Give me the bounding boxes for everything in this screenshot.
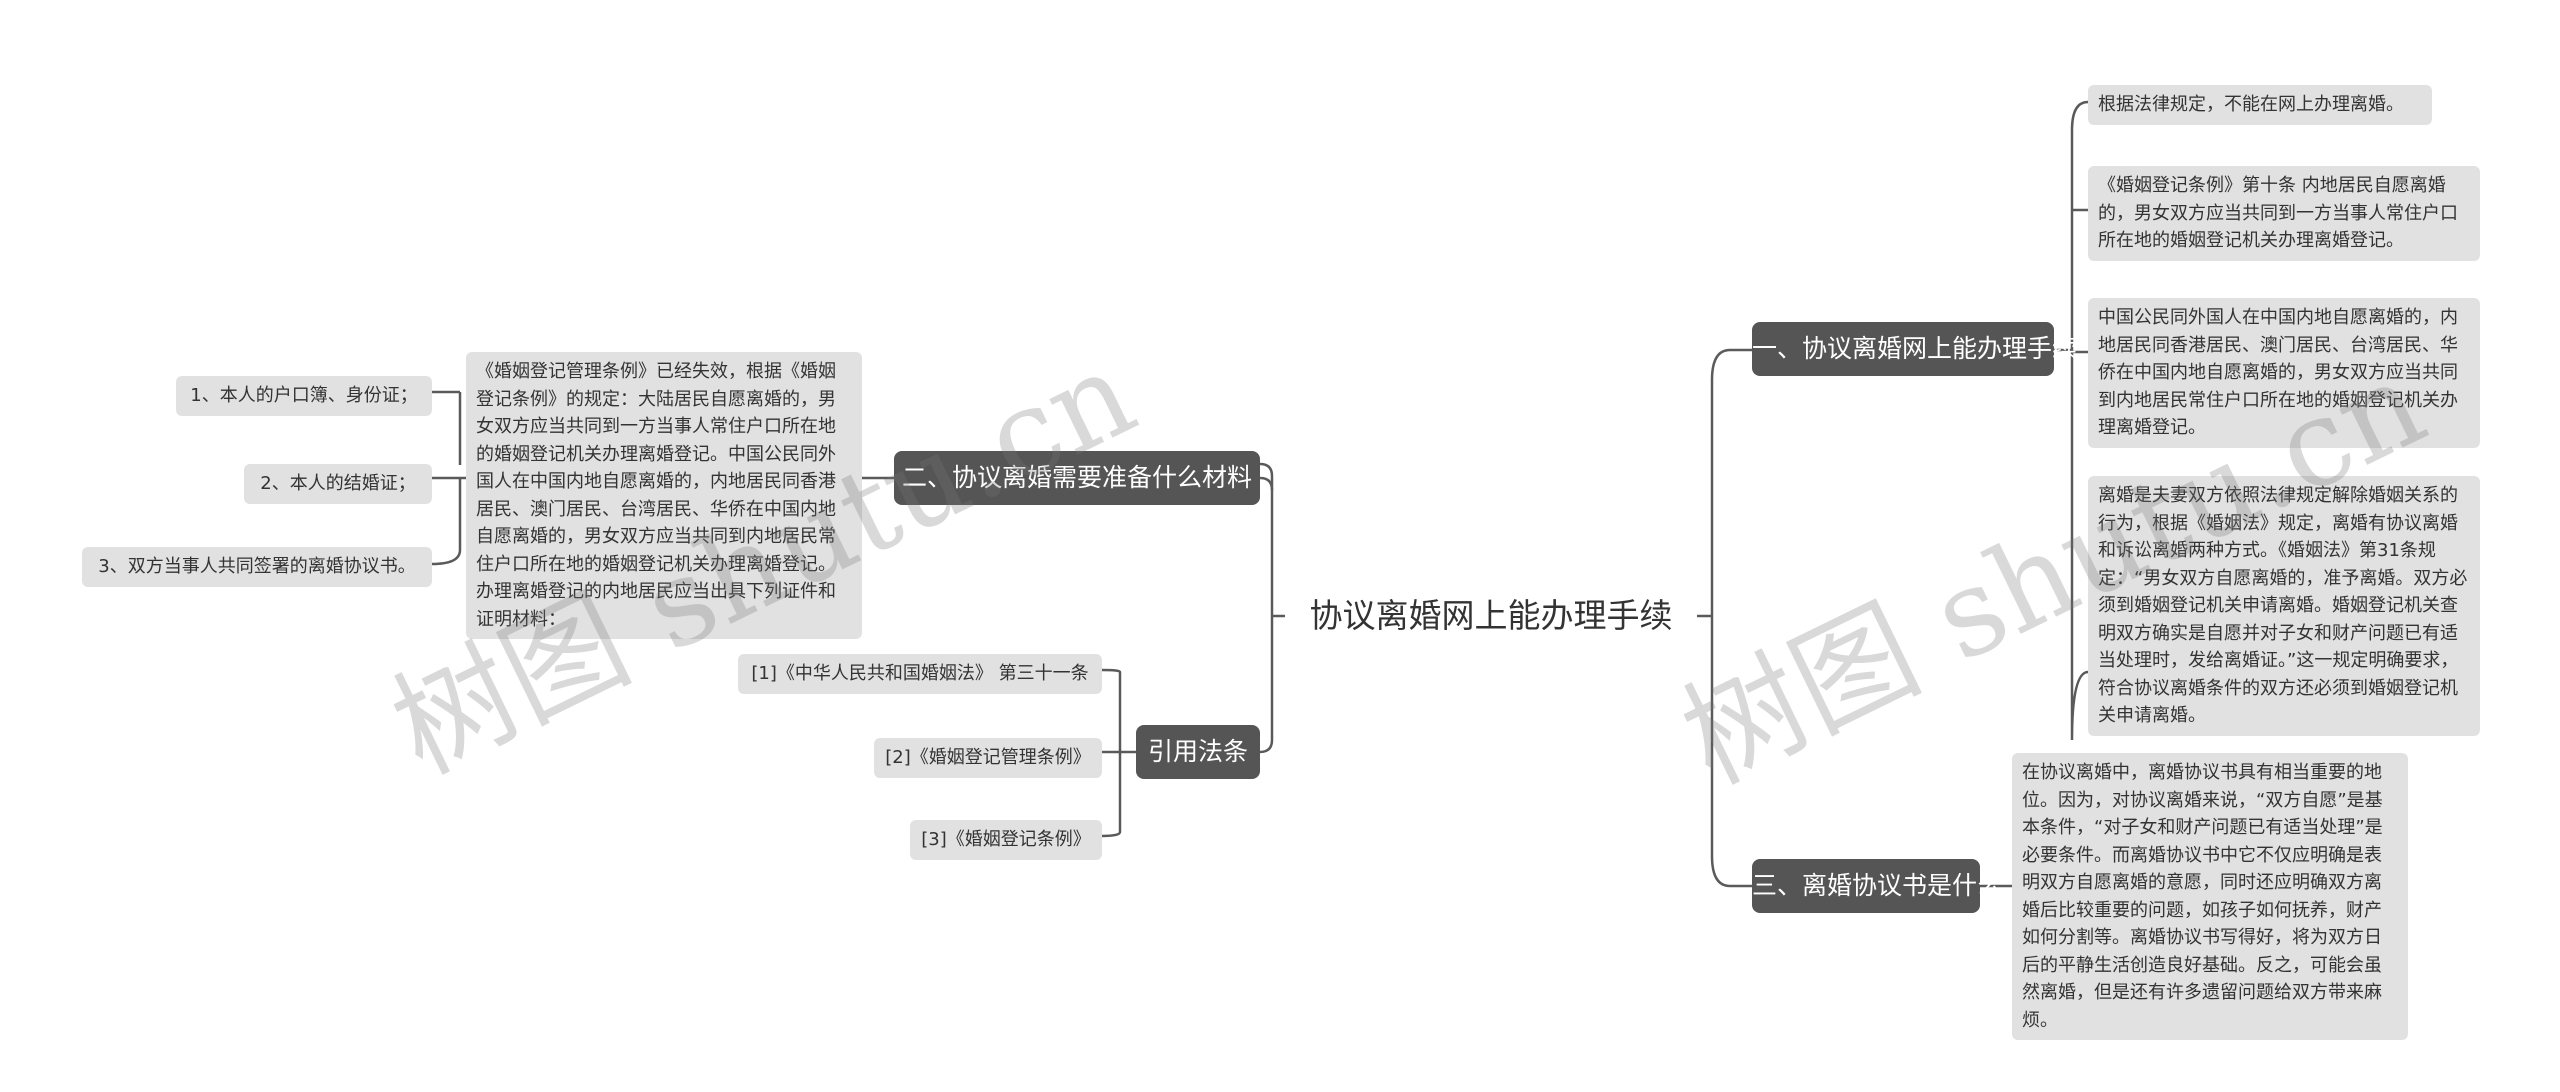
branch-laws[interactable]: 引用法条 xyxy=(1136,725,1260,779)
materials-item-2: 2、本人的结婚证； xyxy=(244,464,432,504)
connector-left-trunk xyxy=(1259,462,1274,754)
online-leaf-1: 根据法律规定，不能在网上办理离婚。 xyxy=(2088,85,2432,125)
connector-laws-items xyxy=(1101,668,1136,838)
connector-online-items xyxy=(2054,100,2089,741)
connector-right-trunk xyxy=(1710,348,1752,888)
central-topic: 协议离婚网上能办理手续 xyxy=(1309,596,1673,635)
online-leaf-4: 离婚是夫妻双方依照法律规定解除婚姻关系的行为，根据《婚姻法》规定，离婚有协议离婚… xyxy=(2088,476,2480,736)
branch-materials[interactable]: 二、协议离婚需要准备什么材料 xyxy=(894,451,1260,505)
materials-item-1: 1、本人的户口簿、身份证； xyxy=(176,376,432,416)
branch-agreement[interactable]: 三、离婚协议书是什么 xyxy=(1752,859,2002,913)
branch-online[interactable]: 一、协议离婚网上能办理手续 xyxy=(1752,322,2077,376)
connector-materials-branch xyxy=(1259,476,1274,491)
law-item-3: [3]《婚姻登记条例》 xyxy=(910,820,1102,860)
materials-item-3: 3、双方当事人共同签署的离婚协议书。 xyxy=(82,547,432,587)
agreement-leaf-1: 在协议离婚中，离婚协议书具有相当重要的地位。因为，对协议离婚来说，“双方自愿”是… xyxy=(2012,753,2408,1040)
materials-intro: 《婚姻登记管理条例》已经失效，根据《婚姻登记条例》的规定：大陆居民自愿离婚的，男… xyxy=(466,352,862,639)
law-item-2: [2]《婚姻登记管理条例》 xyxy=(874,738,1102,778)
online-leaf-2: 《婚姻登记条例》第十条 内地居民自愿离婚的，男女双方应当共同到一方当事人常住户口… xyxy=(2088,166,2480,261)
law-item-1: [1]《中华人民共和国婚姻法》 第三十一条 xyxy=(738,654,1102,694)
online-leaf-3: 中国公民同外国人在中国内地自愿离婚的，内地居民同香港居民、澳门居民、台湾居民、华… xyxy=(2088,298,2480,448)
